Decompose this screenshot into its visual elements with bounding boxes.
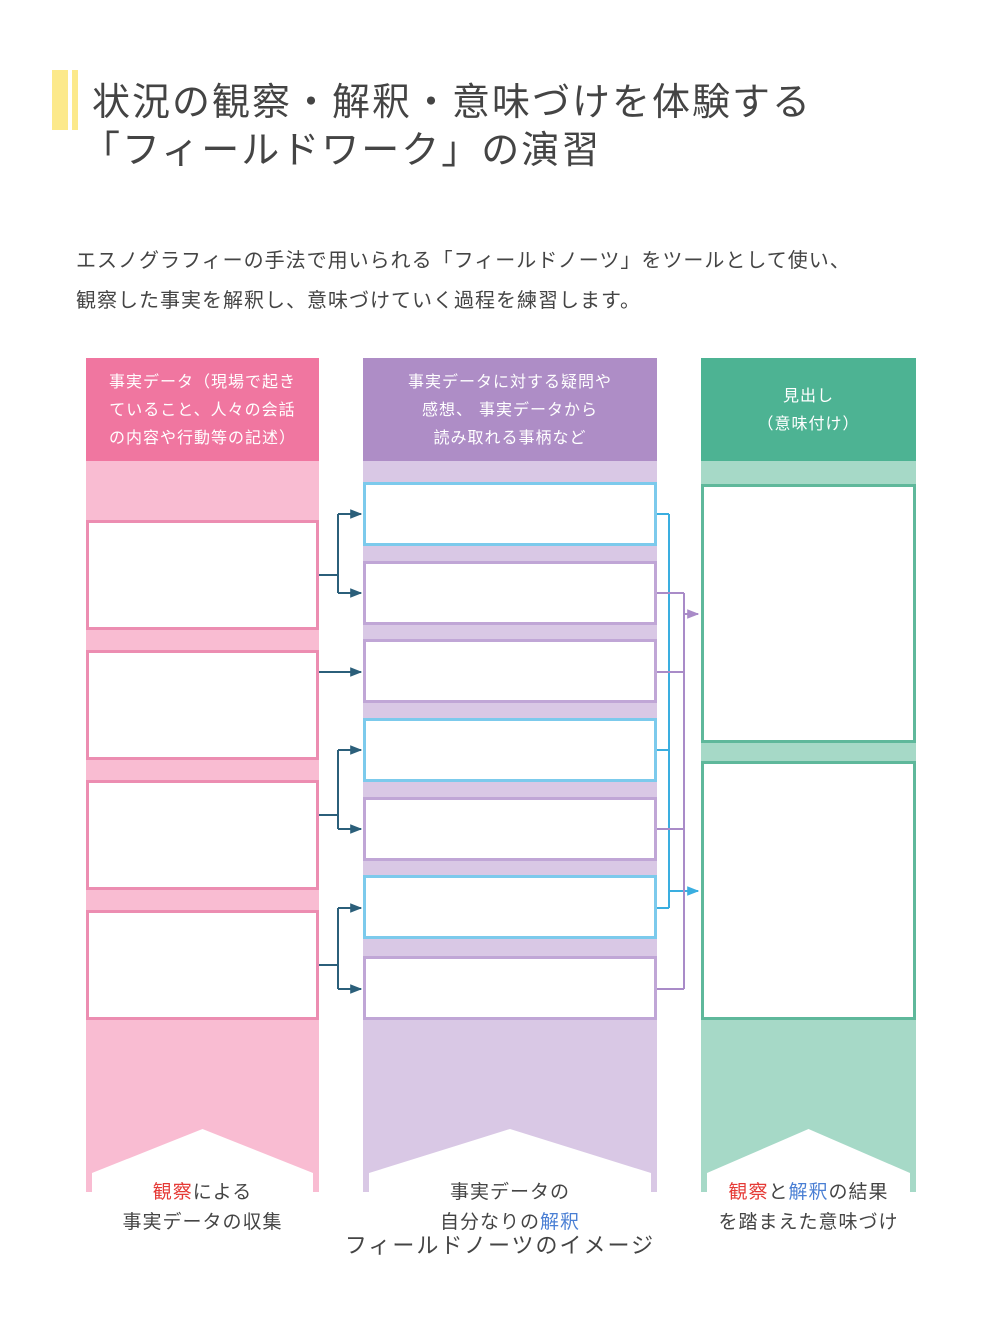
footer-text: 事実データの: [449, 1181, 570, 1203]
header-line: 事実データに対する疑問や: [407, 371, 612, 391]
meaning-column-body: 観察と解釈の結果 を踏まえた意味づけ: [701, 461, 916, 1255]
observation-highlight: 観察: [728, 1181, 769, 1203]
intro-text: エスノグラフィーの手法で用いられる「フィールドノーツ」をツールとして使い、 観察…: [76, 240, 956, 320]
fact-to-interpretation-arrow: [319, 745, 363, 834]
page-title-line-1: 状況の観察・解釈・意味づけを体験する: [92, 80, 813, 124]
interpretation-highlight: 解釈: [788, 1181, 829, 1203]
pentagon-shape: [707, 1129, 910, 1255]
pentagon-shape: [92, 1129, 313, 1255]
fact-note-box: [86, 780, 319, 890]
footer-text: の結果: [828, 1181, 889, 1203]
interpretation-note-box: [363, 875, 657, 939]
interpretation-note-box: [363, 561, 657, 625]
interpretation-footer: 事実データの 自分なりの解釈: [369, 1129, 651, 1255]
footer-line: 観察と解釈の結果: [707, 1177, 910, 1207]
interpretation-note-box: [363, 482, 657, 546]
header-line: 事実データ（現場で起き: [108, 371, 296, 391]
fact-note-box: [86, 520, 319, 630]
fact-data-column-header: 事実データ（現場で起き ていること、人々の会話 の内容や行動等の記述）: [86, 358, 319, 461]
fact-to-interpretation-arrow: [319, 903, 363, 994]
meaning-column: 見出し （意味付け） 観察と解釈の結果 を踏まえた意味づけ: [701, 358, 916, 1255]
interpretation-column-header: 事実データに対する疑問や 感想、 事実データから 読み取れる事柄など: [363, 358, 657, 461]
interpretation-column-body: 事実データの 自分なりの解釈: [363, 461, 657, 1255]
fact-data-column-body: 観察による 事実データの収集: [86, 461, 319, 1255]
page-title: 状況の観察・解釈・意味づけを体験する 「フィールドワーク」の演習: [82, 78, 813, 174]
figure-caption: フィールドノーツのイメージ: [344, 1234, 656, 1259]
header-line: 感想、 事実データから: [421, 399, 599, 419]
footer-text: 自分なりの: [439, 1211, 540, 1233]
interpretation-to-heading-arrow: [657, 592, 700, 990]
page-title-line-2: 「フィールドワーク」の演習: [82, 128, 602, 172]
fact-note-box: [86, 650, 319, 760]
footer-text: による: [192, 1181, 253, 1203]
footer-line: 事実データの: [369, 1177, 651, 1207]
interpretation-note-box: [363, 639, 657, 703]
header-line: の内容や行動等の記述）: [108, 427, 296, 447]
intro-line-1: エスノグラフィーの手法で用いられる「フィールドノーツ」をツールとして使い、: [76, 248, 851, 272]
fact-note-box: [86, 910, 319, 1020]
footer-line: を踏まえた意味づけ: [707, 1207, 910, 1237]
heading-note-box: [701, 484, 916, 743]
interpretation-highlight: 解釈: [540, 1211, 581, 1233]
footer-line: 自分なりの解釈: [369, 1207, 651, 1237]
intro-line-2: 観察した事実を解釈し、意味づけていく過程を練習します。: [76, 288, 641, 312]
interpretation-note-box: [363, 797, 657, 861]
interpretation-note-box: [363, 956, 657, 1020]
interpretation-note-box: [363, 718, 657, 782]
interpretation-to-heading-arrow: [657, 513, 700, 909]
interpretation-column: 事実データに対する疑問や 感想、 事実データから 読み取れる事柄など 事実データ…: [363, 358, 657, 1255]
meaning-column-header: 見出し （意味付け）: [701, 358, 916, 461]
footer-line: 観察による: [92, 1177, 313, 1207]
header-line: （意味付け）: [757, 413, 860, 433]
footer-text: を踏まえた意味づけ: [718, 1211, 899, 1233]
fact-data-footer: 観察による 事実データの収集: [92, 1129, 313, 1255]
footer-text: と: [768, 1181, 789, 1203]
title-accent-bar: [52, 70, 80, 130]
observation-highlight: 観察: [152, 1181, 193, 1203]
footer-line: 事実データの収集: [92, 1207, 313, 1237]
fact-to-interpretation-arrow: [319, 509, 363, 598]
header-line: 見出し: [782, 385, 834, 405]
header-line: 読み取れる事柄など: [433, 427, 587, 447]
header-line: ていること、人々の会話: [109, 399, 296, 419]
fact-data-column: 事実データ（現場で起き ていること、人々の会話 の内容や行動等の記述） 観察によ…: [86, 358, 319, 1255]
pentagon-shape: [369, 1129, 651, 1255]
footer-text: 事実データの収集: [122, 1211, 283, 1233]
meaning-footer: 観察と解釈の結果 を踏まえた意味づけ: [707, 1129, 910, 1255]
heading-note-box: [701, 761, 916, 1020]
